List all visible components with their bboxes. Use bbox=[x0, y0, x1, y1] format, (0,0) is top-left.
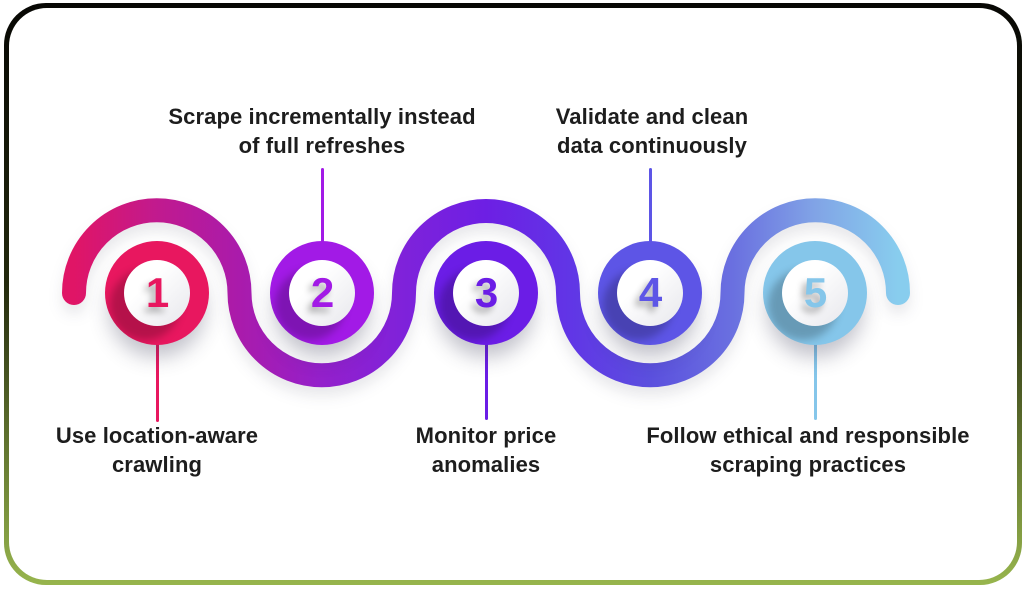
wave-path bbox=[62, 198, 910, 388]
step-number-3: 3 bbox=[474, 269, 498, 316]
connector-step-2 bbox=[320, 168, 324, 244]
step-badge-1: 1 bbox=[105, 241, 209, 345]
step-badge-4: 4 bbox=[598, 241, 702, 345]
step-number-2: 2 bbox=[310, 269, 334, 316]
connector-step-1 bbox=[155, 340, 159, 422]
step-badge-3: 3 bbox=[434, 241, 538, 345]
step-badge-5: 5 bbox=[763, 241, 867, 345]
connector-step-5 bbox=[813, 340, 817, 420]
step-label-4: Validate and clean data continuously bbox=[555, 104, 749, 158]
step-badge-2: 2 bbox=[270, 241, 374, 345]
step-number-1: 1 bbox=[145, 269, 169, 316]
badge-inner-circle: 4 bbox=[617, 260, 683, 326]
connector-step-3 bbox=[484, 340, 488, 420]
step-number-4: 4 bbox=[638, 269, 662, 316]
step-label-5: Follow ethical and responsible scraping … bbox=[646, 423, 970, 477]
step-label-3: Monitor price anomalies bbox=[415, 423, 557, 477]
connector-step-4 bbox=[648, 168, 652, 244]
step-label-2: Scrape incrementally instead of full ref… bbox=[168, 104, 476, 158]
badge-inner-circle: 3 bbox=[453, 260, 519, 326]
badge-inner-circle: 1 bbox=[124, 260, 190, 326]
step-number-5: 5 bbox=[803, 269, 827, 316]
step-label-1: Use location-aware crawling bbox=[55, 423, 259, 477]
badge-inner-circle: 2 bbox=[289, 260, 355, 326]
badge-inner-circle: 5 bbox=[782, 260, 848, 326]
